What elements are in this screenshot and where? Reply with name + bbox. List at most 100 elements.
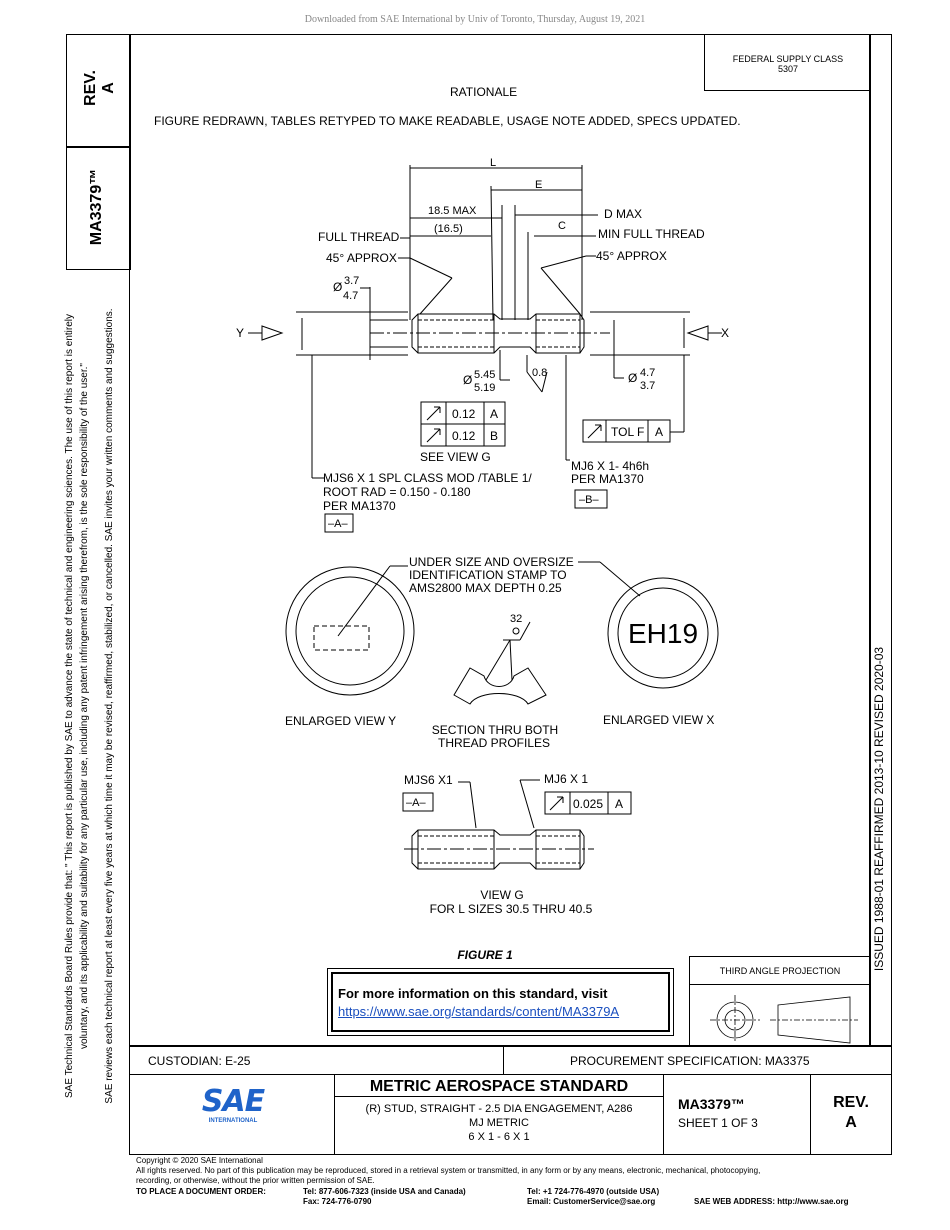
info-heading: For more information on this standard, v… xyxy=(338,986,608,1001)
disclaimer-line-3: SAE reviews each technical report at lea… xyxy=(104,308,115,1104)
dia-symbol-right: Ø xyxy=(628,371,637,385)
footer-web[interactable]: SAE WEB ADDRESS: http://www.sae.org xyxy=(694,1197,849,1206)
sae-logo-mark: SAE xyxy=(201,1084,265,1119)
info-box: For more information on this standard, v… xyxy=(327,968,674,1036)
side-rev-value: A xyxy=(100,82,117,94)
finish-value: 32 xyxy=(510,613,522,625)
dia-mid-bot: 5.19 xyxy=(474,382,495,394)
section-label-2: THREAD PROFILES xyxy=(438,736,550,750)
view-g-title: VIEW G xyxy=(480,888,523,902)
fcf1-ref: A xyxy=(490,407,498,421)
view-g-datum: –A– xyxy=(406,797,426,809)
left-rev-box xyxy=(66,34,131,148)
dia-symbol-left: Ø xyxy=(333,280,342,294)
projection-label: THIRD ANGLE PROJECTION xyxy=(719,966,841,976)
label-45-right: 45° APPROX xyxy=(596,249,667,263)
dim-E: E xyxy=(535,179,542,191)
enlarged-view-y: ENLARGED VIEW Y xyxy=(285,714,396,728)
fsc-line-1: FEDERAL SUPPLY CLASS xyxy=(732,54,844,64)
footer-tel-us: Tel: 877-606-7323 (inside USA and Canada… xyxy=(303,1187,466,1196)
view-g-fcf-value: 0.025 xyxy=(573,797,603,811)
info-link[interactable]: https://www.sae.org/standards/content/MA… xyxy=(338,1004,620,1019)
side-doc-number: MA3379™ xyxy=(88,168,105,246)
dia-mid-top: 5.45 xyxy=(474,369,495,381)
view-g-fcf-ref: A xyxy=(615,797,623,811)
footer: Copyright © 2020 SAE International All r… xyxy=(136,1156,896,1186)
view-g-left-thread: MJS6 X1 xyxy=(404,773,453,787)
sae-logo-sub: INTERNATIONAL xyxy=(208,1118,258,1124)
fcf1-value: 0.12 xyxy=(452,407,476,421)
projection-symbol xyxy=(710,995,858,1044)
right-strip xyxy=(869,34,892,1047)
left-doc-box xyxy=(66,146,131,270)
view-g-subtitle: FOR L SIZES 30.5 THRU 40.5 xyxy=(430,902,593,916)
download-note: Downloaded from SAE International by Uni… xyxy=(304,14,646,25)
fcf3-ref: A xyxy=(655,425,663,439)
side-rev-label: REV. xyxy=(82,70,99,106)
standard-title: METRIC AEROSPACE STANDARD xyxy=(369,1078,629,1095)
dia-symbol-mid: Ø xyxy=(463,373,472,387)
rationale-text: FIGURE REDRAWN, TABLES RETYPED TO MAKE R… xyxy=(154,114,741,128)
label-45-left: 45° APPROX xyxy=(326,251,397,265)
see-view-g: SEE VIEW G xyxy=(420,450,491,464)
thread-left-3: PER MA1370 xyxy=(323,499,396,513)
fsc-line-2: 5307 xyxy=(777,64,799,74)
label-full-thread: FULL THREAD xyxy=(318,230,400,244)
enlarged-view-x: ENLARGED VIEW X xyxy=(603,713,714,727)
dim-18-5-max: 18.5 MAX xyxy=(428,205,477,217)
thread-right-2: PER MA1370 xyxy=(571,472,644,486)
title-doc-number: MA3379™ xyxy=(678,1096,745,1112)
dia-right-bot: 3.7 xyxy=(640,380,655,392)
thread-left-2: ROOT RAD = 0.150 - 0.180 xyxy=(323,485,471,499)
dim-neck: 0.8 xyxy=(532,367,547,379)
sheet-number: SHEET 1 OF 3 xyxy=(678,1116,758,1130)
label-min-full-thread: MIN FULL THREAD xyxy=(598,227,705,241)
footer-fax: Fax: 724-776-0790 xyxy=(303,1197,372,1206)
projection-box: THIRD ANGLE PROJECTION xyxy=(689,956,870,1046)
thread-right-1: MJ6 X 1- 4h6h xyxy=(571,459,649,473)
title-block: CUSTODIAN: E-25 PROCUREMENT SPECIFICATIO… xyxy=(129,1045,892,1155)
custodian: CUSTODIAN: E-25 xyxy=(148,1054,251,1068)
section-label-1: SECTION THRU BOTH xyxy=(432,723,558,737)
stamp-note-1: UNDER SIZE AND OVERSIZE xyxy=(409,555,574,569)
stamp-note-3: AMS2800 MAX DEPTH 0.25 xyxy=(409,581,562,595)
dim-L: L xyxy=(490,157,496,169)
fcf3-value: TOL F xyxy=(611,425,644,439)
datum-b: –B– xyxy=(579,494,599,506)
dim-C: C xyxy=(558,220,566,232)
part-desc-1: (R) STUD, STRAIGHT - 2.5 DIA ENGAGEMENT,… xyxy=(365,1103,633,1115)
figure-caption: FIGURE 1 xyxy=(457,948,513,962)
footer-copyright: Copyright © 2020 SAE International xyxy=(136,1156,263,1165)
fcf2-ref: B xyxy=(490,429,498,443)
procurement-spec: PROCUREMENT SPECIFICATION: MA3375 xyxy=(570,1054,810,1068)
datum-a: –A– xyxy=(328,518,348,530)
stamp-note-2: IDENTIFICATION STAMP TO xyxy=(409,568,567,582)
title-rev-label: REV. xyxy=(833,1094,869,1111)
part-desc-3: 6 X 1 - 6 X 1 xyxy=(468,1131,530,1143)
dia-left-bot: 4.7 xyxy=(343,290,358,302)
fsc-box: FEDERAL SUPPLY CLASS 5307 xyxy=(704,34,871,91)
view-g-right-thread: MJ6 X 1 xyxy=(544,772,588,786)
technical-drawing: L E 18.5 MAX (16.5) C FULL THREAD 45° AP… xyxy=(236,157,729,962)
thread-left-1: MJS6 X 1 SPL CLASS MOD /TABLE 1/ xyxy=(323,471,532,485)
footer-rights-1: All rights reserved. No part of this pub… xyxy=(136,1166,761,1175)
disclaimer-line-1: SAE Technical Standards Board Rules prov… xyxy=(64,314,75,1098)
part-desc-2: MJ METRIC xyxy=(469,1117,529,1129)
stamp-eh19: EH19 xyxy=(628,618,698,649)
label-d-max: D MAX xyxy=(604,207,642,221)
label-y: Y xyxy=(236,326,244,340)
title-rev-value: A xyxy=(845,1114,857,1131)
footer-tel-intl: Tel: +1 724-776-4970 (outside USA) xyxy=(527,1187,660,1196)
sae-logo: SAE INTERNATIONAL xyxy=(196,1084,270,1125)
footer-email[interactable]: Email: CustomerService@sae.org xyxy=(527,1197,656,1206)
history-text: ISSUED 1988-01 REAFFIRMED 2013-10 REVISE… xyxy=(872,646,886,972)
footer-rights-2: recording, or otherwise, without the pri… xyxy=(136,1176,375,1185)
dia-left-top: 3.7 xyxy=(344,275,359,287)
dia-right-top: 4.7 xyxy=(640,367,655,379)
label-x: X xyxy=(721,326,729,340)
footer-order-label: TO PLACE A DOCUMENT ORDER: xyxy=(136,1187,266,1196)
main-frame xyxy=(129,34,871,1047)
fcf2-value: 0.12 xyxy=(452,429,476,443)
rationale-title: RATIONALE xyxy=(450,85,518,99)
dim-16-5: (16.5) xyxy=(434,223,463,235)
